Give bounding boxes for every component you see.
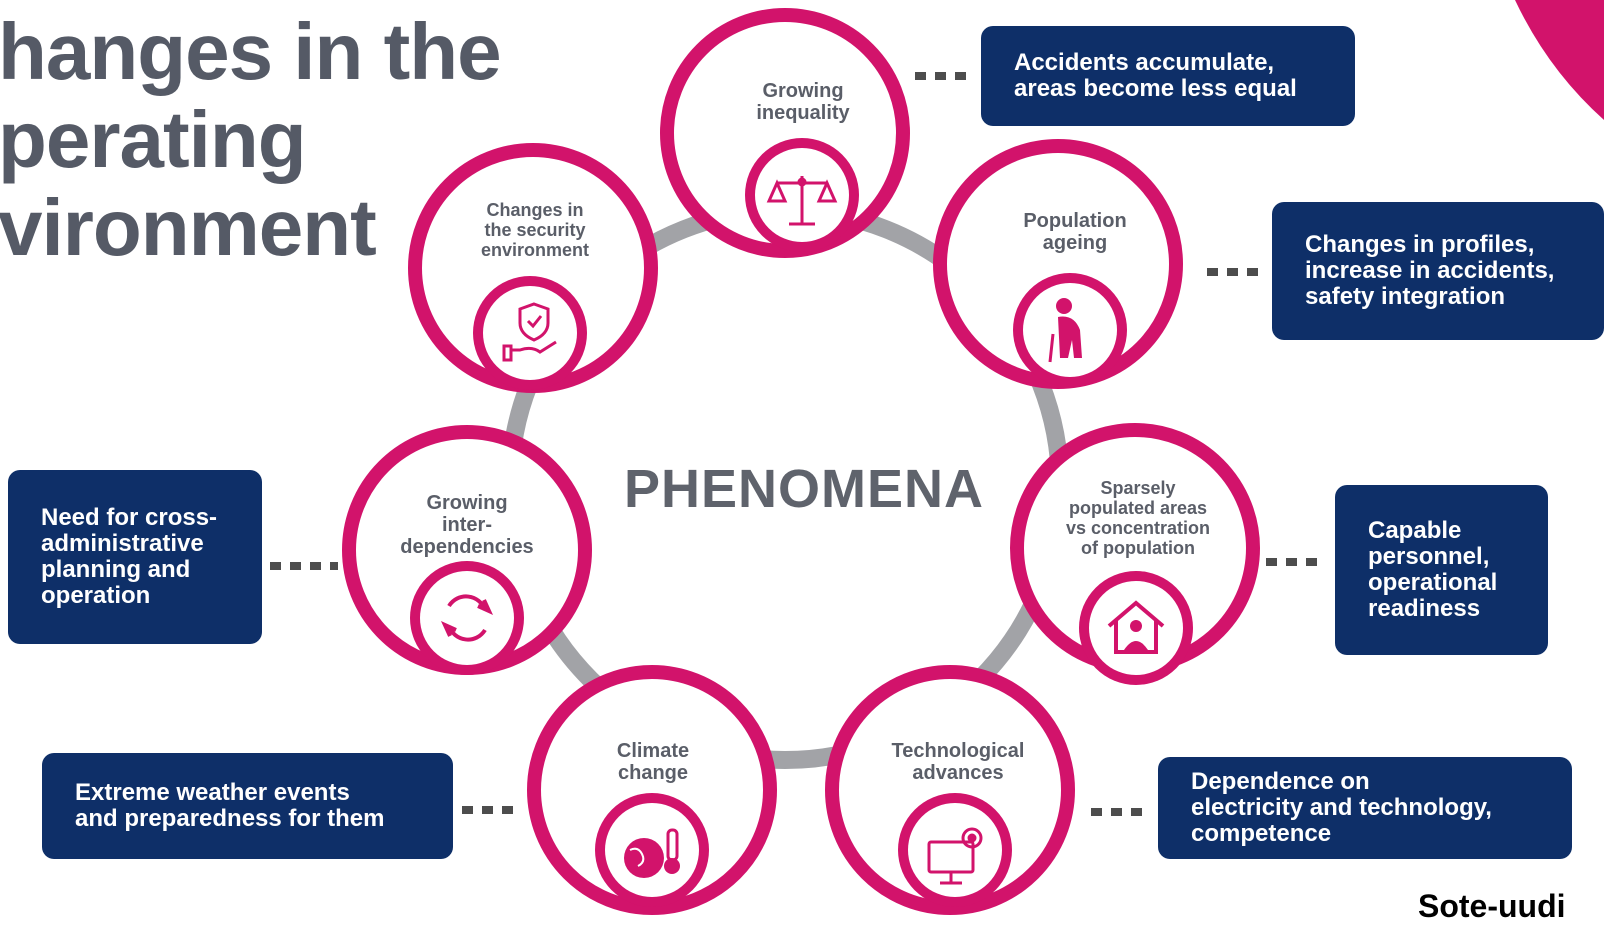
note-box: Need for cross- administrative planning … — [8, 470, 262, 644]
phenomenon-circle-technological-advances — [825, 665, 1075, 915]
scales-icon — [766, 176, 838, 226]
phenomenon-label: Growing inter- dependencies — [400, 492, 534, 558]
phenomenon-label: Sparsely populated areas vs concentratio… — [1065, 478, 1211, 558]
refresh-arrows-icon — [440, 594, 494, 642]
page-title: hanges in the perating vironment — [0, 7, 502, 272]
center-label: PHENOMENA — [623, 459, 985, 519]
elderly-person-icon — [1048, 298, 1082, 363]
note-box: Accidents accumulate, areas become less … — [981, 26, 1355, 126]
note-box: Changes in profiles, increase in acciden… — [1272, 202, 1604, 340]
brand-logo: Sote-uudi — [1418, 888, 1566, 924]
globe-thermometer-icon — [624, 828, 680, 878]
phenomenon-circle-security-environment — [408, 143, 658, 393]
phenomenon-circle-sparsely-populated — [1010, 423, 1260, 685]
phenomenon-label: Technological advances — [891, 740, 1025, 784]
phenomenon-circle-climate-change — [527, 665, 777, 915]
house-person-icon — [1107, 600, 1165, 654]
note-box: Capable personnel, operational readiness — [1335, 485, 1548, 655]
dotted-connector — [1207, 268, 1267, 276]
phenomenon-label: Growing inequality — [756, 80, 850, 124]
phenomenon-circle-growing-inequality — [660, 8, 910, 258]
dotted-connector — [1091, 808, 1147, 816]
dotted-connector — [270, 562, 338, 570]
note-box: Dependence on electricity and technology… — [1158, 757, 1572, 859]
dotted-connector — [915, 72, 975, 80]
phenomenon-label: Population ageing — [1023, 210, 1127, 254]
phenomenon-label: Changes in the security environment — [480, 200, 590, 260]
phenomenon-circle-growing-interdependencies — [342, 425, 592, 675]
shield-hand-icon — [502, 302, 557, 362]
dotted-connector — [462, 806, 522, 814]
corner-decoration — [1515, 0, 1604, 120]
phenomenon-label: Climate change — [616, 740, 690, 784]
dotted-connector — [1266, 558, 1326, 566]
note-box: Extreme weather events and preparedness … — [42, 753, 453, 859]
phenomenon-circle-population-ageing — [933, 139, 1183, 389]
computer-gear-icon — [927, 827, 983, 885]
